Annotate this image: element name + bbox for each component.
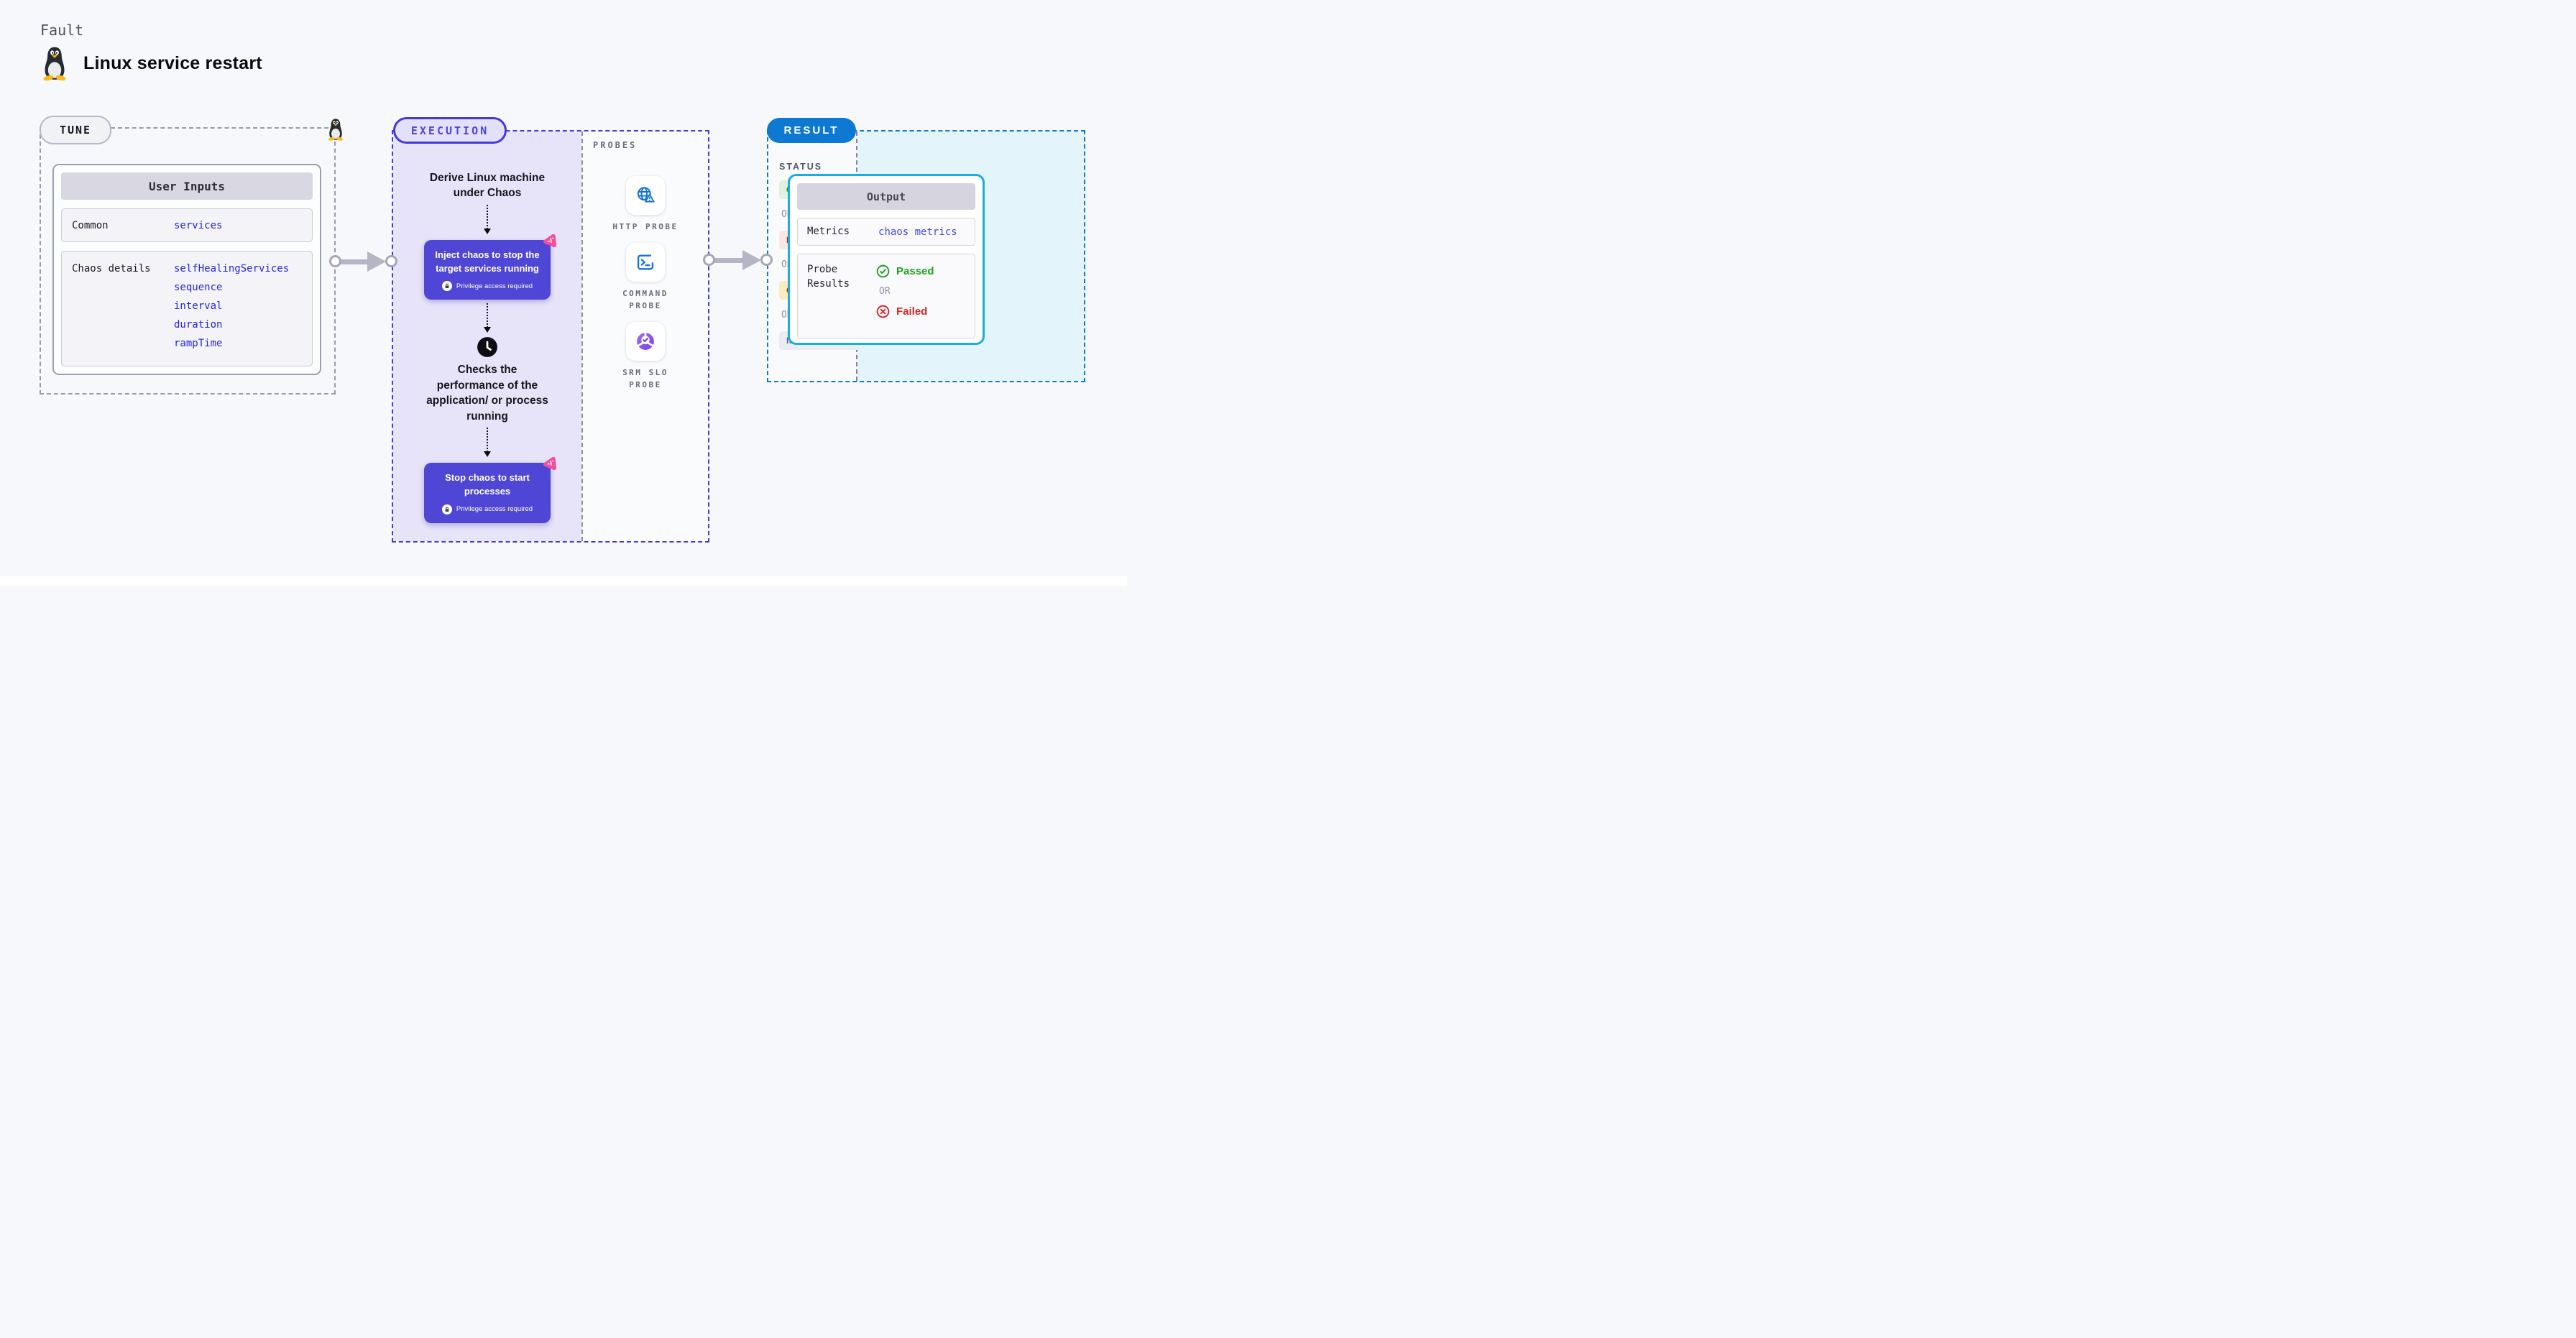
- globe-alert-icon: [637, 187, 655, 203]
- execution-section: PROBES HTTP PROBE: [392, 117, 709, 543]
- clock-icon: [477, 337, 497, 358]
- chaos-symbol-icon: [543, 456, 557, 471]
- execution-to-result-arrow: [703, 246, 773, 274]
- input-link-ramptime[interactable]: rampTime: [174, 338, 223, 349]
- result-badge: RESULT: [767, 118, 856, 143]
- failed-text: Failed: [896, 305, 928, 318]
- probe-item-srm-slo: SRM SLO PROBE: [583, 322, 708, 391]
- output-header: Output: [797, 183, 975, 210]
- passed-text: Passed: [896, 265, 934, 277]
- privilege-note: Privilege access required: [430, 281, 545, 292]
- inject-step-text: Inject chaos to stop the target services…: [435, 249, 540, 274]
- status-label: STATUS: [779, 162, 823, 172]
- row-label: Chaos details: [72, 263, 151, 274]
- bottom-strip: [0, 576, 1127, 586]
- stop-step-text: Stop chaos to start processes: [445, 471, 530, 497]
- fault-eyebrow: Fault: [40, 22, 84, 39]
- input-link-selfhealingservices[interactable]: selfHealingServices: [174, 263, 290, 274]
- probe-item-command: COMMAND PROBE: [583, 243, 708, 312]
- checks-step-text: Checks the performance of the applicatio…: [426, 364, 548, 423]
- user-inputs-header: User Inputs: [61, 172, 313, 200]
- arrow-shaft: [711, 258, 744, 263]
- linux-tux-icon-small: [328, 119, 344, 142]
- terminal-icon: [637, 254, 654, 270]
- execution-flow: Derive Linux machine under Chaos Inject …: [393, 132, 581, 523]
- arrow-start-node: [703, 254, 715, 266]
- input-link-interval[interactable]: interval: [174, 300, 223, 312]
- page-title: Linux service restart: [83, 52, 262, 73]
- flow-connector: [484, 204, 491, 234]
- page-header: Linux service restart: [40, 46, 262, 80]
- stop-chaos-step: Stop chaos to start processes Privilege …: [424, 456, 557, 523]
- metrics-label: Metrics: [807, 225, 850, 237]
- linux-tux-icon: [42, 47, 67, 80]
- probe-name: HTTP PROBE: [612, 222, 678, 231]
- probe-name: COMMAND PROBE: [622, 289, 668, 311]
- table-row-common: Common services: [61, 208, 313, 242]
- failed-line: Failed: [876, 305, 934, 318]
- probe-results-row: Probe Results Passed OR: [797, 254, 975, 338]
- privilege-text: Privilege access required: [456, 505, 533, 514]
- arrow-end-node: [385, 255, 397, 267]
- inject-chaos-step: Inject chaos to stop the target services…: [424, 234, 557, 300]
- output-card: Output Metrics chaos metrics Probe Resul…: [788, 174, 985, 345]
- probe-results-values: Passed OR Failed: [876, 264, 934, 329]
- passed-line: Passed: [876, 264, 934, 278]
- derive-step-text: Derive Linux machine under Chaos: [429, 172, 546, 200]
- user-inputs-card: User Inputs Common services Chaos detail…: [52, 164, 321, 375]
- tune-to-execution-arrow: [329, 248, 397, 275]
- privilege-text: Privilege access required: [456, 282, 533, 290]
- probes-label: PROBES: [593, 140, 638, 150]
- fault-diagram-page: Fault Linux service restart TUN: [0, 0, 1127, 586]
- arrow-head: [742, 250, 761, 270]
- probe-item-http: HTTP PROBE: [583, 176, 708, 233]
- chaos-metrics-link[interactable]: chaos metrics: [878, 226, 957, 238]
- http-probe-card: [626, 176, 665, 215]
- privilege-note: Privilege access required: [430, 504, 545, 515]
- lock-icon: [441, 281, 452, 292]
- tune-badge: TUNE: [40, 116, 111, 144]
- arrow-end-node: [760, 254, 773, 266]
- probe-name: SRM SLO PROBE: [622, 368, 668, 390]
- flow-connector: [484, 303, 491, 333]
- srm-slo-probe-card: [626, 322, 665, 361]
- probes-divider: [581, 132, 583, 541]
- command-probe-card: [626, 243, 665, 282]
- chaos-symbol-icon: [543, 234, 557, 247]
- slo-pie-check-icon: [636, 331, 655, 350]
- or-text: OR: [879, 286, 891, 297]
- flow-connector: [484, 427, 491, 457]
- probe-results-label: Probe Results: [807, 264, 850, 290]
- arrow-shaft: [337, 259, 369, 264]
- input-link-duration[interactable]: duration: [174, 319, 223, 331]
- input-link-services[interactable]: services: [174, 219, 223, 231]
- result-section: RESULT STATUS COMPLETED OR ERRORED OR QU…: [767, 118, 1085, 382]
- arrow-head: [367, 252, 386, 272]
- x-circle-icon: [876, 305, 890, 318]
- lock-icon: [441, 504, 452, 515]
- execution-badge: EXECUTION: [393, 117, 507, 144]
- tune-section: TUNE User Inputs Common services Chaos d…: [40, 116, 344, 395]
- metrics-row: Metrics chaos metrics: [797, 218, 975, 246]
- arrow-start-node: [329, 255, 341, 267]
- check-circle-icon: [876, 264, 890, 278]
- table-row-chaos-details: Chaos details selfHealingServices sequen…: [61, 251, 313, 366]
- input-link-sequence[interactable]: sequence: [174, 282, 223, 293]
- row-label: Common: [72, 219, 109, 231]
- probes-panel: PROBES HTTP PROBE: [583, 132, 708, 541]
